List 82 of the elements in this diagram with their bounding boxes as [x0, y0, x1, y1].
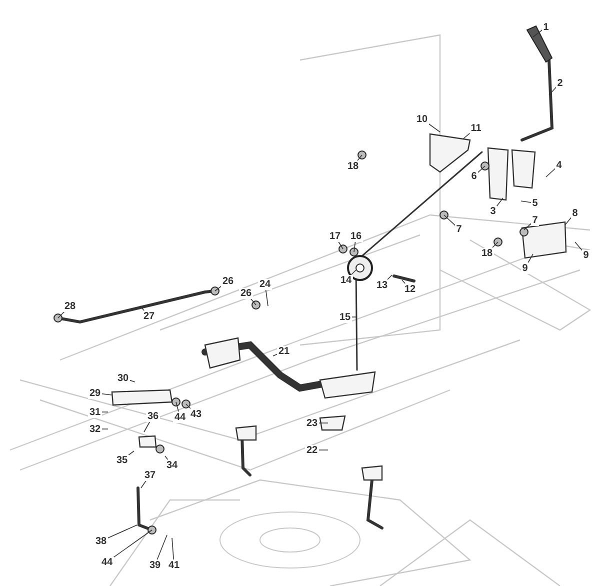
leader-line — [265, 289, 268, 306]
callout-number: 32 — [88, 424, 102, 434]
leader-line — [338, 241, 344, 250]
leader-line — [564, 217, 572, 226]
leader-line — [214, 286, 222, 292]
callout-number: 21 — [277, 346, 291, 356]
leader-line — [520, 200, 532, 203]
leader-line — [548, 86, 557, 96]
callout-number: 4 — [555, 160, 563, 170]
leader-line — [428, 123, 440, 132]
callout-number: 29 — [88, 388, 102, 398]
leader-line — [140, 480, 147, 488]
callout-number: 3 — [489, 206, 497, 216]
leader-line — [492, 242, 498, 248]
leader-line — [144, 421, 150, 432]
callout-number: 37 — [143, 470, 157, 480]
callout-number: 43 — [189, 408, 203, 420]
callout-number: 44 — [100, 556, 114, 568]
leader-line — [129, 380, 136, 382]
leader-line — [101, 428, 108, 430]
callout-number: 31 — [88, 406, 102, 418]
callout-number: 12 — [403, 284, 417, 294]
leader-line — [357, 154, 362, 161]
callout-number: 28 — [63, 300, 77, 312]
callout-number: 6 — [470, 170, 478, 182]
leader-line — [176, 402, 179, 412]
leader-line — [101, 393, 112, 396]
callout-number: 39 — [148, 560, 162, 570]
leader-line — [107, 524, 138, 538]
leader-line — [172, 538, 174, 560]
leader-line — [128, 450, 134, 456]
callout-number: 34 — [165, 460, 179, 470]
callout-number: 9 — [582, 250, 590, 260]
leader-line — [402, 280, 406, 284]
leader-line — [351, 270, 356, 275]
leader-line — [164, 456, 168, 460]
callout-number: 17 — [328, 230, 342, 242]
callout-number: 18 — [346, 160, 360, 172]
callout-number: 14 — [339, 274, 353, 286]
callout-number: 26 — [221, 276, 235, 286]
callout-number: 22 — [305, 444, 319, 456]
callout-number: 8 — [571, 208, 579, 218]
callout-number: 35 — [115, 454, 129, 466]
leader-line — [351, 316, 358, 318]
leader-line — [58, 311, 65, 318]
callout-number: 11 — [470, 122, 482, 134]
leader-line — [462, 132, 470, 140]
callout-number: 18 — [480, 248, 494, 258]
leader-line — [496, 198, 504, 206]
callout-number: 26 — [239, 288, 253, 298]
leader-line — [186, 404, 191, 409]
callout-number: 23 — [305, 418, 319, 428]
leader-line — [477, 166, 486, 173]
leader-line — [387, 274, 392, 280]
callout-number: 38 — [94, 536, 108, 546]
callout-number: 15 — [338, 312, 352, 322]
leader-line — [546, 168, 556, 178]
leader-line — [574, 242, 583, 251]
callout-number: 13 — [375, 280, 389, 290]
callout-number: 16 — [349, 230, 363, 242]
callout-number: 7 — [531, 214, 539, 226]
callout-number: 5 — [531, 198, 539, 208]
callout-number: 36 — [146, 410, 160, 422]
callout-number: 10 — [415, 114, 429, 124]
callout-number: 27 — [142, 310, 156, 322]
callout-number: 44 — [173, 412, 187, 422]
leader-line — [354, 241, 356, 252]
leader-line — [532, 30, 543, 38]
leader-line — [140, 306, 144, 311]
leader-line — [444, 214, 456, 226]
leader-line — [318, 422, 328, 424]
callout-number: 7 — [455, 224, 463, 234]
callout-number: 1 — [542, 22, 550, 32]
leader-line — [156, 534, 168, 560]
callout-number: 30 — [116, 372, 130, 384]
callout-number: 2 — [556, 78, 564, 88]
leader-line — [524, 223, 532, 230]
leader-line — [113, 530, 152, 558]
callout-number: 24 — [258, 278, 272, 290]
callout-number: 41 — [167, 560, 181, 570]
callout-number: 9 — [521, 262, 529, 274]
leader-line — [528, 254, 534, 263]
